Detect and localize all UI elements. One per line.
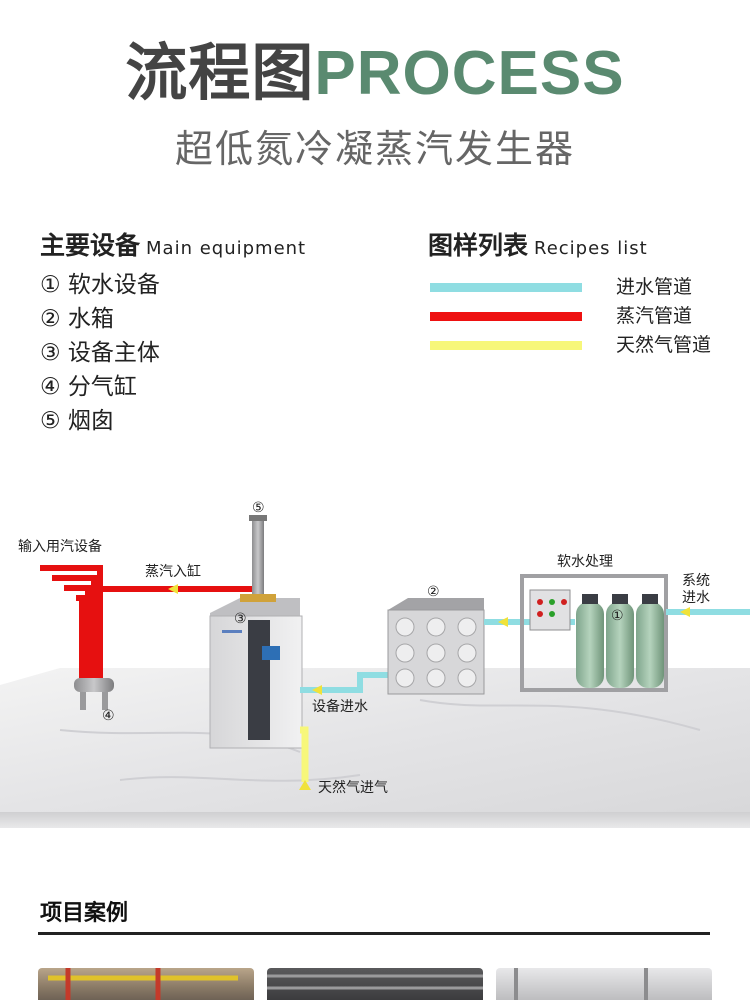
chimney bbox=[252, 518, 264, 602]
legend-heading-en: Recipes list bbox=[534, 238, 648, 259]
cases-heading: 项目案例 bbox=[40, 901, 129, 926]
page-title: 流程图PROCESS bbox=[0, 38, 750, 109]
water-softener bbox=[520, 574, 668, 692]
case-thumbnail[interactable] bbox=[38, 968, 254, 1000]
equipment-heading-en: Main equipment bbox=[146, 238, 307, 259]
steam-header-cylinder bbox=[74, 678, 114, 710]
label-system-inlet-2: 进水 bbox=[682, 590, 710, 606]
legend-label-water: 进水管道 bbox=[616, 276, 693, 298]
label-system-inlet-1: 系统 bbox=[682, 573, 710, 589]
label-steam-use: 输入用汽设备 bbox=[18, 539, 102, 555]
marker-softener: ① bbox=[611, 608, 624, 624]
marker-chimney: ⑤ bbox=[252, 500, 265, 516]
legend-row-water: 进水管道 bbox=[430, 272, 730, 302]
marker-header: ④ bbox=[102, 708, 115, 724]
equipment-list: ① 软水设备 ② 水箱 ③ 设备主体 ④ 分气缸 ⑤ 烟囱 bbox=[40, 268, 160, 438]
boiler-inlet-pipe bbox=[300, 672, 390, 693]
case-thumbnail[interactable] bbox=[267, 968, 483, 1000]
title-en: PROCESS bbox=[314, 39, 625, 108]
marker-boiler: ③ bbox=[234, 611, 247, 627]
legend-row-gas: 天然气管道 bbox=[430, 330, 730, 360]
cases-divider bbox=[38, 932, 710, 935]
boiler-unit bbox=[209, 594, 303, 749]
water-tank bbox=[387, 598, 485, 695]
gas-pipe bbox=[300, 726, 309, 782]
case-thumbnails bbox=[38, 968, 712, 1000]
label-soft-water: 软水处理 bbox=[557, 554, 613, 570]
legend-heading-cn: 图样列表 bbox=[428, 231, 529, 260]
equipment-item: ③ 设备主体 bbox=[40, 340, 160, 366]
title-cn: 流程图 bbox=[125, 36, 315, 109]
floor-slab bbox=[0, 668, 750, 812]
steam-distribution-pipes bbox=[40, 565, 260, 684]
marker-tank: ② bbox=[427, 584, 440, 600]
legend-swatch-steam bbox=[430, 312, 582, 321]
legend-row-steam: 蒸汽管道 bbox=[430, 301, 730, 331]
label-device-inlet: 设备进水 bbox=[312, 699, 368, 715]
case-thumbnail[interactable] bbox=[496, 968, 712, 1000]
page-subtitle: 超低氮冷凝蒸汽发生器 bbox=[174, 127, 575, 171]
legend-label-gas: 天然气管道 bbox=[616, 334, 712, 356]
label-steam-in: 蒸汽入缸 bbox=[145, 564, 201, 580]
equipment-item: ② 水箱 bbox=[40, 306, 114, 332]
equipment-item: ④ 分气缸 bbox=[40, 374, 137, 400]
legend-swatch-water bbox=[430, 283, 582, 292]
floor-edge bbox=[0, 812, 750, 828]
process-illustration bbox=[0, 515, 750, 828]
equipment-item: ① 软水设备 bbox=[40, 272, 160, 298]
process-diagram: 输入用汽设备 蒸汽入缸 软水处理 系统 进水 设备进水 天然气进气 ⑤ ③ ② … bbox=[0, 490, 750, 850]
label-gas-inlet: 天然气进气 bbox=[318, 780, 388, 796]
equipment-heading-cn: 主要设备 bbox=[40, 231, 141, 260]
legend-label-steam: 蒸汽管道 bbox=[616, 305, 693, 327]
equipment-item: ⑤ 烟囱 bbox=[40, 408, 114, 434]
legend-swatch-gas bbox=[430, 341, 582, 350]
